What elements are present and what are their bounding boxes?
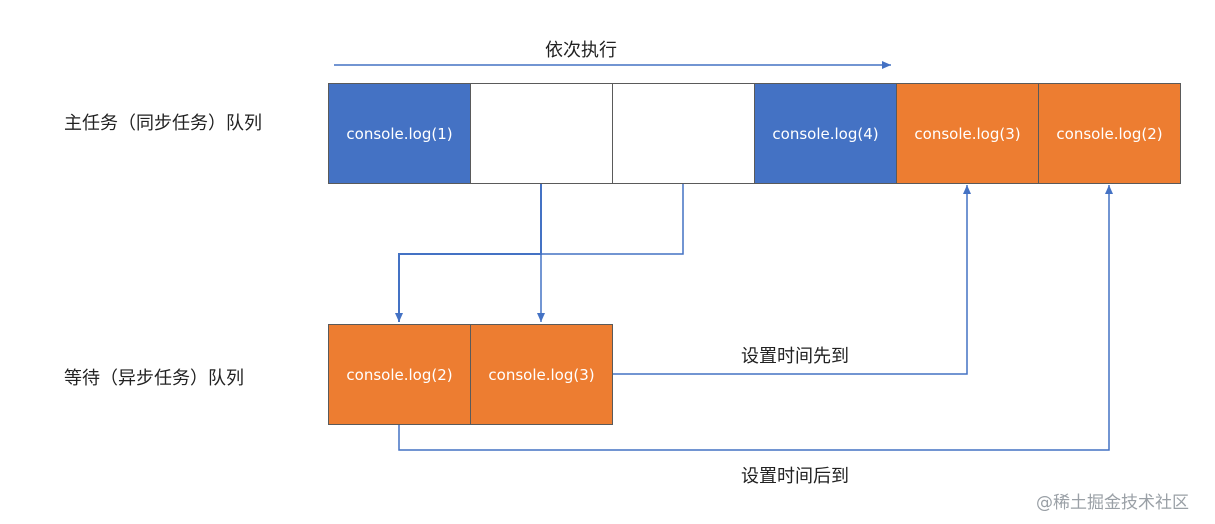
watermark: @稀土掘金技术社区 [1036,493,1189,513]
wait-queue-cell-2: console.log(3) [470,324,613,425]
main-queue-label: 主任务（同步任务）队列 [64,113,262,134]
main-queue-cell-2 [470,83,613,184]
wait-queue-cell-1: console.log(2) [328,324,471,425]
timer-later-label: 设置时间后到 [741,466,849,487]
wait-queue-label: 等待（异步任务）队列 [64,368,244,389]
connector-timer-first [612,185,971,375]
exec-order-label: 依次执行 [545,40,617,61]
connector-slot3-join [541,183,684,255]
connector-timer-later [398,185,1113,451]
main-queue-cell-1: console.log(1) [328,83,471,184]
timer-first-label: 设置时间先到 [741,346,849,367]
main-queue-cell-4: console.log(4) [754,83,897,184]
connector-slot2-to-wait-log2 [395,183,542,322]
main-queue-cell-6: console.log(2) [1038,83,1181,184]
main-queue-cell-5: console.log(3) [896,83,1039,184]
main-queue-cell-3 [612,83,755,184]
